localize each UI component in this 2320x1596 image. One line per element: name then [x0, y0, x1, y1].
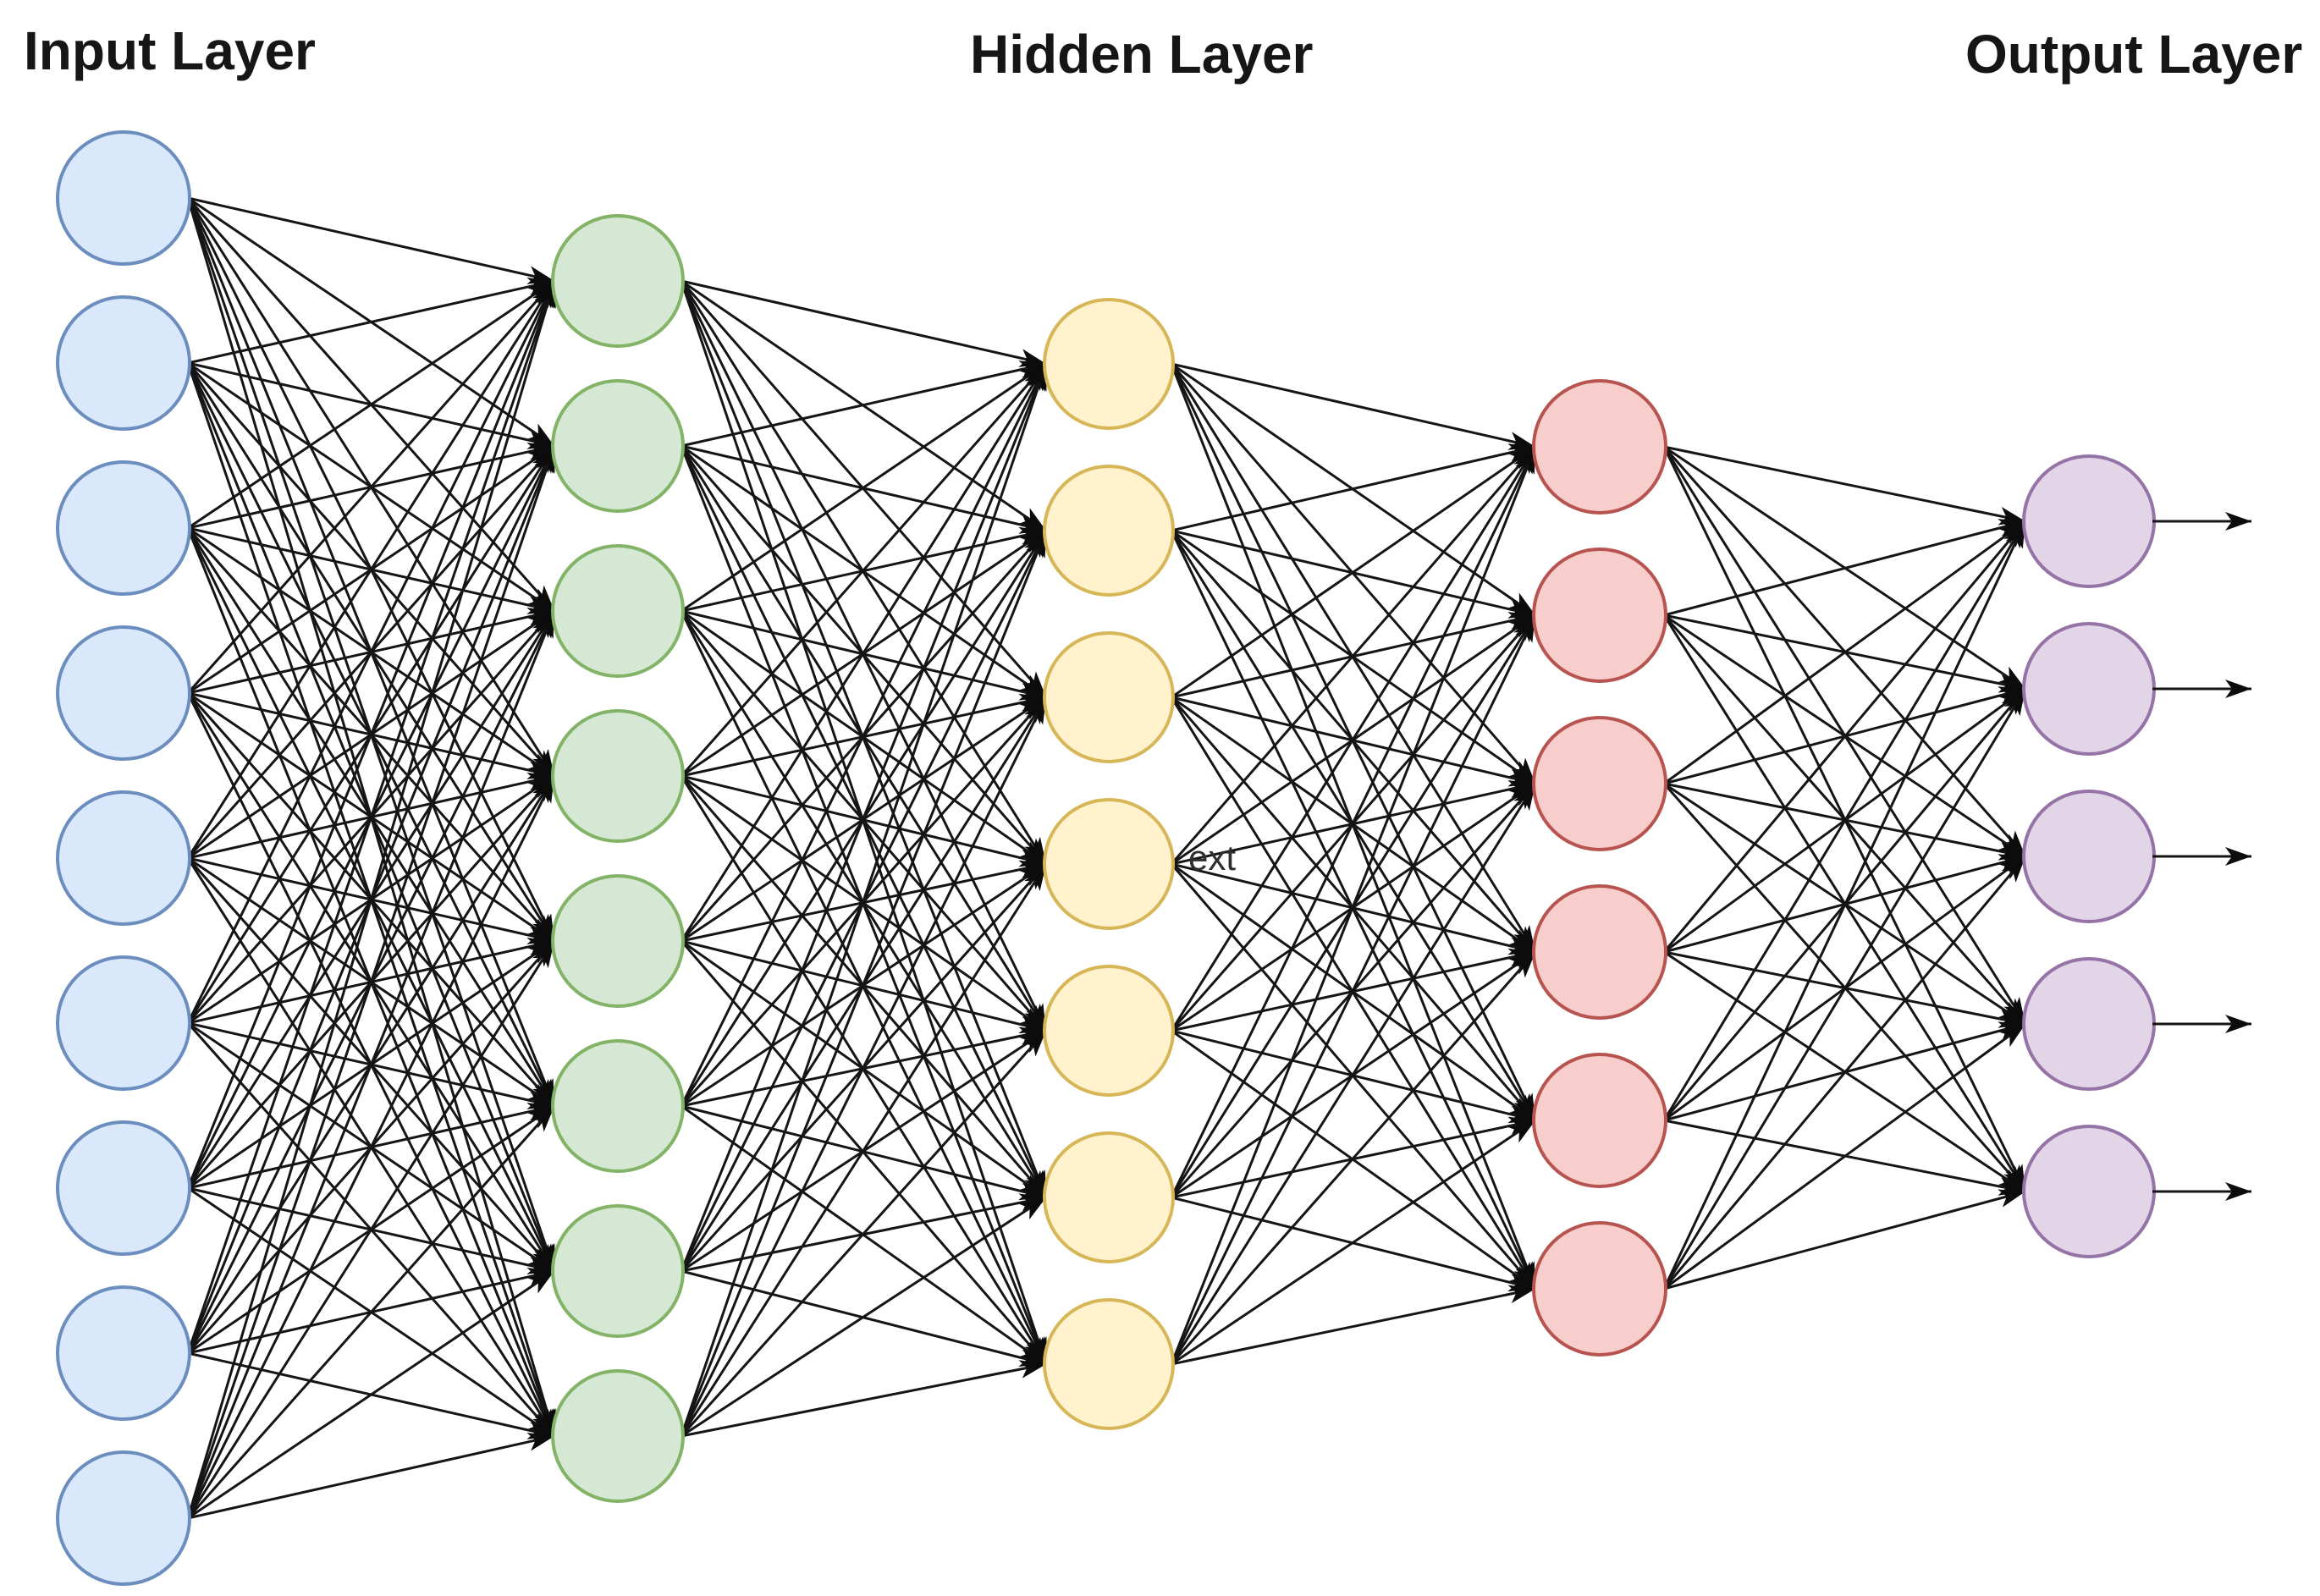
edge-hidden-1-n2-to-hidden-2-n1 [681, 360, 1047, 448]
edge-hidden-1-n8-to-hidden-2-n7 [681, 1360, 1047, 1438]
edge-hidden-1-n8-to-hidden-2-n2 [680, 530, 1048, 1437]
edge-hidden-2-n7-to-hidden-3-n5 [1171, 1119, 1536, 1366]
output-node-5 [2022, 1125, 2156, 1258]
edge-hidden-2-n7-to-hidden-3-n1 [1170, 446, 1537, 1365]
hidden-1-node-5 [551, 874, 685, 1008]
edge-hidden-1-n4-to-hidden-2-n1 [680, 363, 1048, 777]
input-node-9 [56, 1450, 191, 1586]
edge-hidden-2-n2-to-hidden-3-n1 [1171, 443, 1536, 532]
edge-input-n1-to-hidden-1-n1 [187, 196, 555, 284]
edge-input-n5-to-hidden-1-n1 [186, 280, 556, 859]
input-node-6 [56, 955, 191, 1091]
edge-hidden-3-n3-to-output-n1 [1663, 520, 2026, 785]
hidden-3-node-1 [1532, 379, 1667, 515]
hidden-3-node-3 [1532, 716, 1667, 851]
edge-hidden-3-n6-to-output-n2 [1662, 688, 2027, 1290]
stray-text-label: ext [1188, 838, 1236, 878]
edge-hidden-1-n8-to-hidden-2-n5 [680, 1029, 1048, 1438]
edge-hidden-2-n6-to-hidden-3-n1 [1170, 446, 1537, 1198]
edge-hidden-2-n7-to-hidden-3-n6 [1171, 1285, 1536, 1366]
edge-hidden-1-n1-to-hidden-2-n1 [681, 279, 1047, 367]
input-node-4 [56, 625, 191, 761]
input-node-1 [56, 130, 191, 266]
input-node-5 [56, 790, 191, 926]
edge-hidden-3-n6-to-output-n1 [1662, 520, 2027, 1290]
edge-input-n3-to-hidden-1-n1 [187, 279, 555, 530]
hidden-1-node-7 [551, 1204, 685, 1338]
edge-hidden-1-n8-to-hidden-2-n3 [680, 696, 1048, 1437]
edge-hidden-3-n1-to-output-n1 [1663, 445, 2026, 526]
edge-hidden-2-n3-to-hidden-3-n1 [1171, 445, 1536, 699]
connections-group [186, 196, 2027, 1520]
edge-hidden-1-n5-to-hidden-2-n1 [680, 363, 1048, 942]
hidden-1-node-1 [551, 214, 685, 348]
edge-input-n9-to-hidden-1-n3 [186, 610, 556, 1519]
edge-hidden-2-n4-to-hidden-3-n1 [1170, 446, 1537, 865]
hidden-3-node-2 [1532, 548, 1667, 683]
edge-input-n9-to-hidden-1-n2 [186, 445, 556, 1519]
hidden-1-node-8 [551, 1369, 685, 1503]
edge-hidden-2-n7-to-hidden-3-n4 [1170, 951, 1537, 1365]
edge-hidden-1-n8-to-hidden-2-n4 [680, 863, 1048, 1437]
edge-hidden-3-n6-to-output-n5 [1663, 1189, 2026, 1291]
output-node-1 [2022, 454, 2156, 588]
hidden-2-node-7 [1043, 1298, 1175, 1430]
edge-hidden-3-n5-to-output-n1 [1662, 520, 2027, 1121]
edge-hidden-3-n4-to-output-n1 [1662, 520, 2027, 953]
input-node-2 [56, 295, 191, 431]
hidden-1-node-6 [551, 1039, 685, 1173]
input-node-7 [56, 1120, 191, 1256]
output-node-3 [2022, 790, 2156, 923]
edge-input-n9-to-hidden-1-n5 [186, 940, 556, 1519]
hidden-2-node-3 [1043, 631, 1175, 763]
hidden-3-node-4 [1532, 884, 1667, 1020]
edge-hidden-1-n6-to-hidden-2-n1 [680, 363, 1048, 1107]
output-arrows-group [2152, 512, 2251, 1201]
edge-input-n6-to-hidden-1-n1 [186, 280, 556, 1024]
output-node-2 [2022, 622, 2156, 756]
edge-input-n9-to-hidden-1-n8 [187, 1433, 555, 1520]
input-node-3 [56, 460, 191, 596]
edge-hidden-1-n3-to-hidden-2-n1 [681, 362, 1047, 613]
edge-hidden-3-n6-to-output-n4 [1663, 1022, 2026, 1291]
output-layer-label: Output Layer [1965, 24, 2302, 85]
hidden-1-node-3 [551, 544, 685, 678]
hidden-2-node-1 [1043, 298, 1175, 430]
edge-input-n4-to-hidden-1-n1 [186, 280, 556, 694]
hidden-2-node-2 [1043, 465, 1175, 597]
hidden-2-node-4 [1043, 798, 1175, 930]
hidden-2-node-6 [1043, 1131, 1175, 1263]
edge-input-n9-to-hidden-1-n1 [186, 280, 556, 1519]
input-node-8 [56, 1285, 191, 1421]
edge-hidden-3-n6-to-output-n3 [1662, 856, 2027, 1290]
edge-input-n8-to-hidden-1-n1 [186, 280, 556, 1354]
edge-hidden-1-n7-to-hidden-2-n1 [680, 363, 1048, 1272]
hidden-3-node-5 [1532, 1053, 1667, 1188]
input-layer-label: Input Layer [24, 20, 316, 81]
edge-hidden-2-n5-to-hidden-3-n1 [1170, 446, 1537, 1032]
hidden-1-node-4 [551, 709, 685, 843]
hidden-2-node-5 [1043, 965, 1175, 1097]
edge-input-n2-to-hidden-1-n1 [187, 278, 555, 365]
edge-hidden-1-n8-to-hidden-2-n6 [681, 1196, 1047, 1438]
hidden-layer-label: Hidden Layer [970, 24, 1313, 85]
edge-hidden-2-n7-to-hidden-3-n2 [1170, 614, 1537, 1365]
edge-hidden-2-n1-to-hidden-3-n1 [1171, 362, 1536, 450]
edge-input-n9-to-hidden-1-n7 [187, 1269, 555, 1520]
nodes-group [56, 130, 2156, 1586]
edge-hidden-1-n8-to-hidden-2-n1 [680, 363, 1048, 1437]
edge-input-n7-to-hidden-1-n1 [186, 280, 556, 1189]
edge-input-n9-to-hidden-1-n4 [186, 775, 556, 1519]
edge-hidden-3-n2-to-output-n1 [1663, 519, 2026, 617]
edge-input-n9-to-hidden-1-n6 [186, 1105, 556, 1519]
edge-hidden-2-n7-to-hidden-3-n3 [1170, 783, 1537, 1365]
hidden-3-node-6 [1532, 1221, 1667, 1357]
hidden-1-node-2 [551, 379, 685, 513]
output-node-4 [2022, 957, 2156, 1091]
